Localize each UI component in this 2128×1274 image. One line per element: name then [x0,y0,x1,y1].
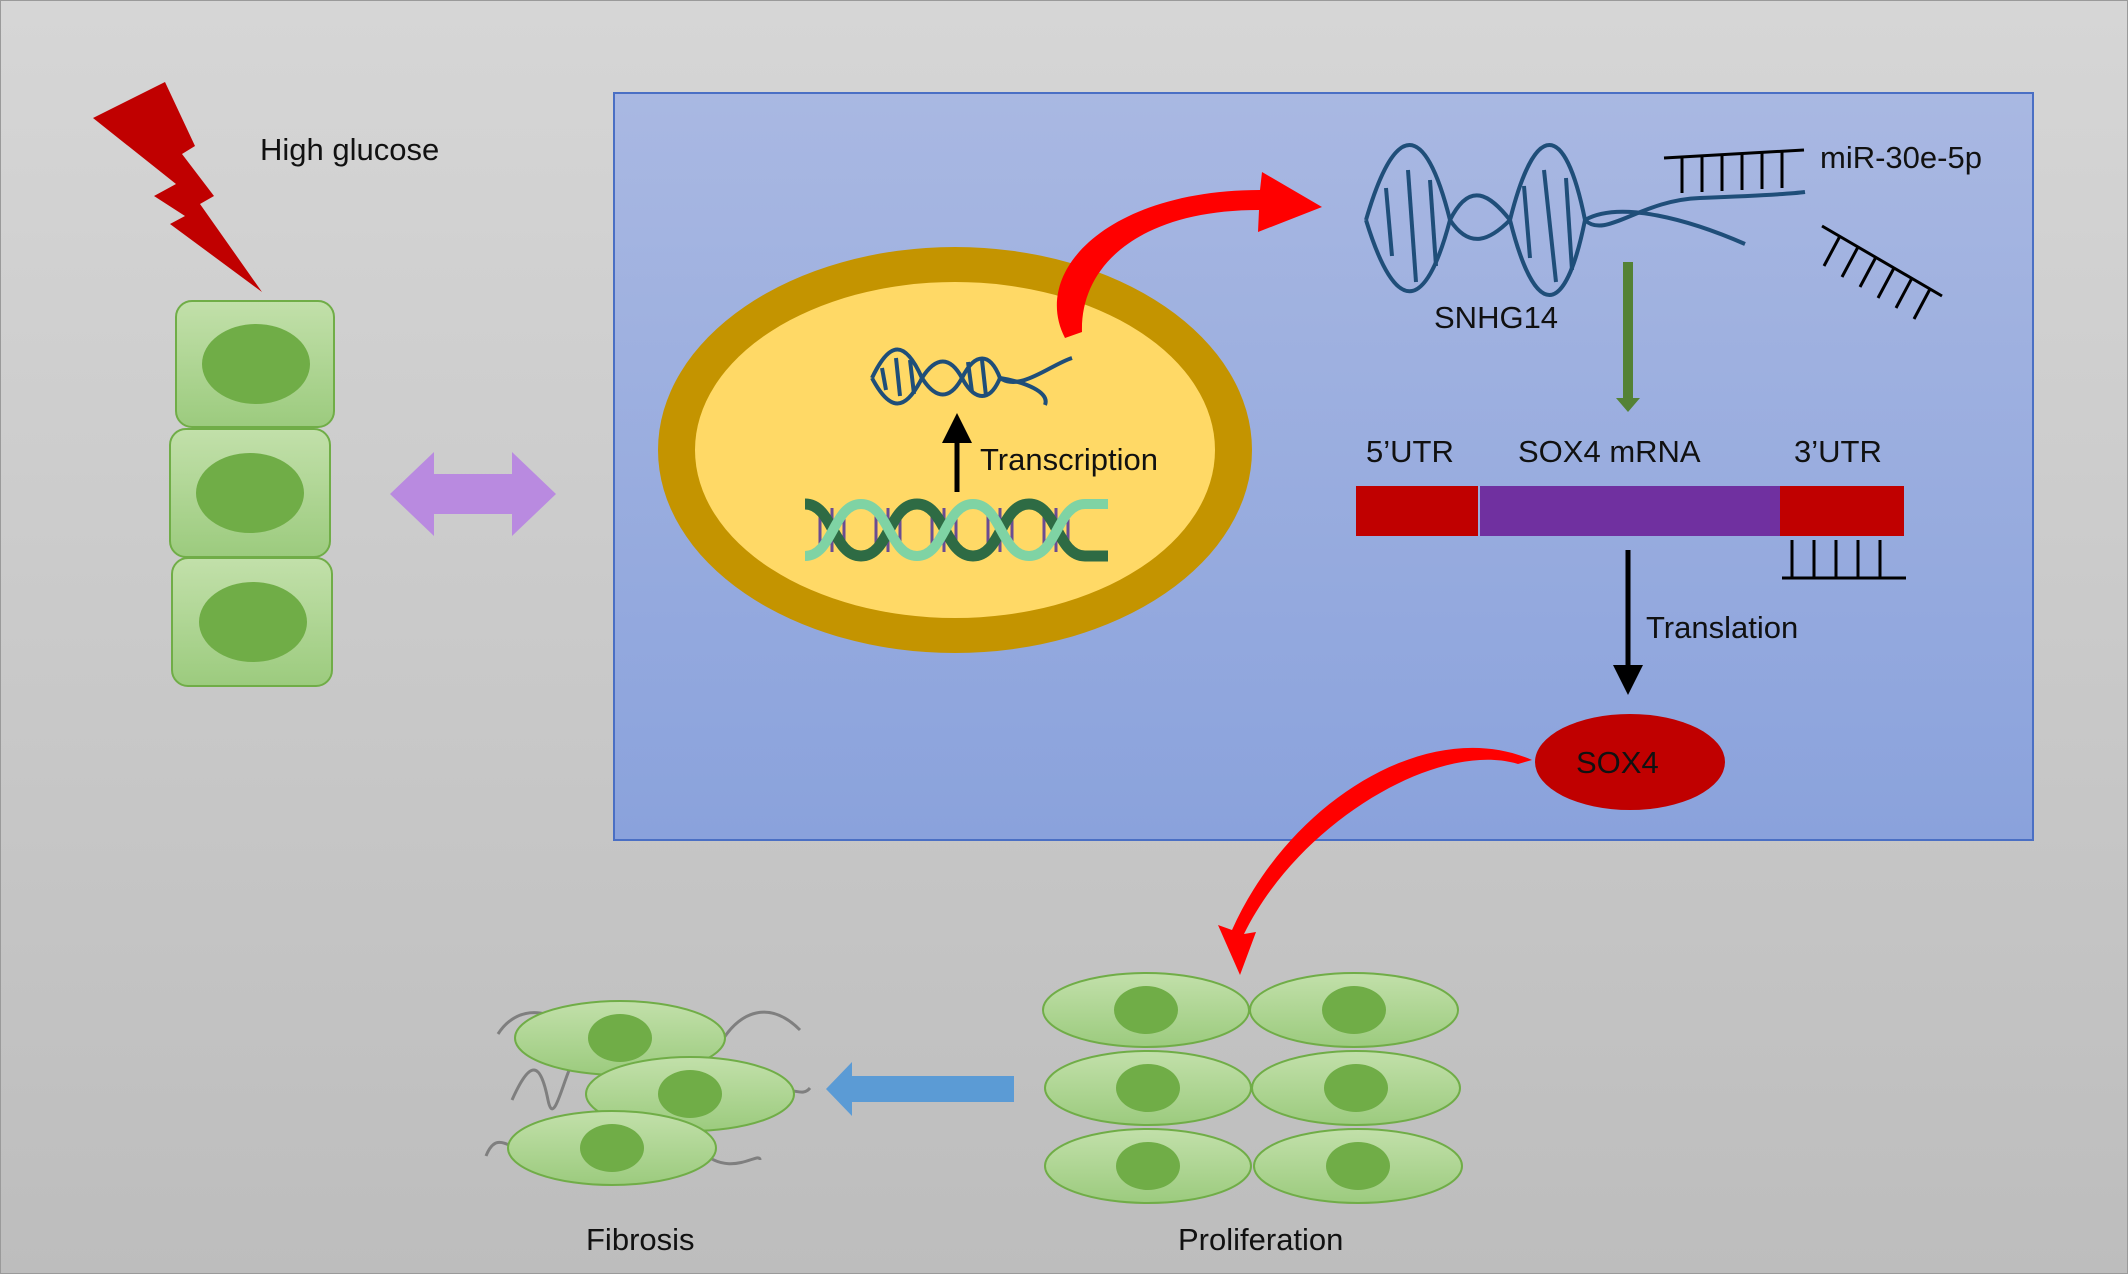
mrna-3utr-segment [1780,486,1904,536]
dna-helix-icon [804,498,1108,562]
label-mir30e5p: miR-30e-5p [1820,140,1982,175]
label-sox4: SOX4 [1576,745,1659,780]
cell-nucleus-middle [196,453,304,533]
export-arrow-icon [1056,172,1322,338]
label-snhg14: SNHG14 [1434,300,1558,335]
nuclear-lncrna-icon [870,347,1073,406]
label-transcription: Transcription [980,442,1158,477]
progression-arrow-icon [826,1062,1014,1116]
downstream-arrow-icon [1218,747,1532,975]
label-high-glucose: High glucose [260,132,439,167]
mrna-coding-segment [1480,486,1780,536]
mirna-bound-icon [1663,148,1805,193]
renal-cell-stack [169,300,335,687]
snhg14-lncrna-icon [1364,143,1806,297]
label-3utr: 3’UTR [1794,434,1882,469]
cell-nucleus-top [202,324,310,404]
fibrosis-cells [484,1000,812,1186]
double-arrow-icon [390,452,556,536]
label-5utr: 5’UTR [1366,434,1454,469]
mrna-5utr-segment [1356,486,1478,536]
label-fibrosis: Fibrosis [586,1222,695,1257]
proliferation-cells [1042,972,1463,1204]
lightning-icon [93,82,262,292]
label-sox4-mrna: SOX4 mRNA [1518,434,1701,469]
mirna-free-icon [1821,224,1943,320]
mirna-binding-site-icon [1782,540,1906,580]
label-proliferation: Proliferation [1178,1222,1343,1257]
sponge-arrow-icon [1616,262,1640,412]
sox4-protein [1535,714,1725,810]
label-translation: Translation [1646,610,1798,645]
cell-nucleus-bottom [199,582,307,662]
